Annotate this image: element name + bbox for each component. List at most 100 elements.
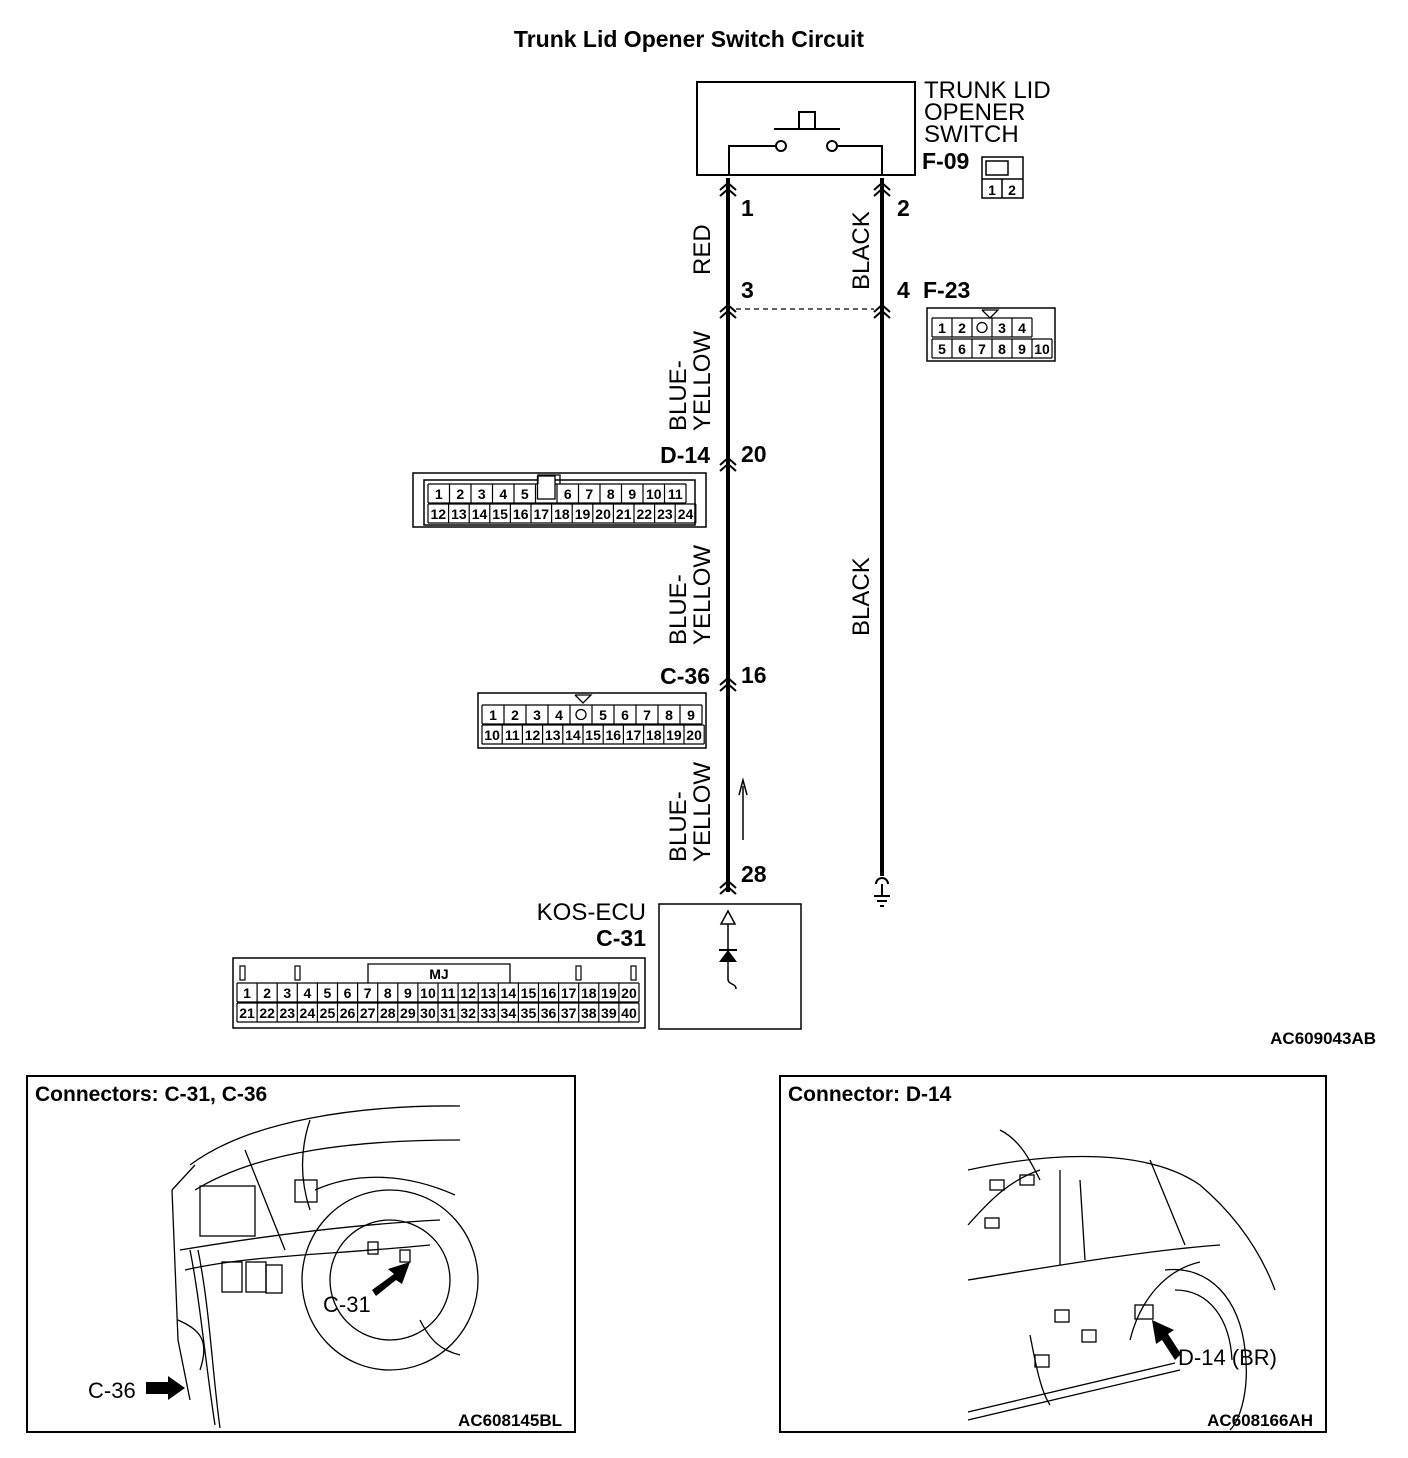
conn-c36-cell: 7: [643, 707, 651, 723]
conn-d14-cell: 16: [513, 506, 529, 522]
diagram-code: AC609043AB: [1270, 1029, 1376, 1048]
conn-c31-cell: 10: [420, 985, 436, 1001]
conn-d14-cell: 13: [451, 506, 467, 522]
switch-name-line-3: SWITCH: [924, 121, 1019, 148]
connector-c36-label: C-36: [660, 663, 710, 689]
conn-c36-cell: 11: [505, 727, 520, 743]
panel-right-title: Connector: D-14: [788, 1083, 952, 1106]
conn-f23-cell: 4: [1018, 320, 1026, 336]
wire-color-black-lower: BLACK: [848, 557, 875, 636]
conn-d14-cell: 15: [492, 506, 508, 522]
kos-ecu-box: [658, 903, 802, 1030]
panel-left-title: Connectors: C-31, C-36: [35, 1083, 267, 1106]
conn-c31-cell: 38: [581, 1005, 597, 1021]
conn-c31-cell: 16: [541, 985, 557, 1001]
c36-arrow: [146, 1376, 185, 1400]
wire-color-seg2-line1: BLUE-: [665, 360, 692, 431]
wire-color-black-upper: BLACK: [848, 211, 875, 290]
conn-c36-cell: 8: [665, 707, 673, 723]
conn-f23-cell: 2: [958, 320, 966, 336]
conn-c31-cell: 32: [460, 1005, 476, 1021]
connector-chevrons: [719, 181, 891, 895]
conn-d14-cell: 5: [521, 486, 529, 502]
conn-c31-cell: 22: [259, 1005, 275, 1021]
f09-pin-2: 2: [1008, 182, 1016, 198]
conn-c31-cell: 34: [501, 1005, 517, 1021]
switch-connector-label: F-09: [922, 148, 969, 174]
pin-3: 3: [741, 277, 754, 303]
conn-d14-cell: 20: [595, 506, 611, 522]
conn-d14-cell: 12: [431, 506, 447, 522]
conn-c31-cell: 11: [441, 985, 456, 1001]
conn-f23-cell: 5: [938, 341, 946, 357]
pin-16: 16: [741, 662, 767, 688]
panel-left-code: AC608145BL: [458, 1411, 562, 1430]
conn-d14-cell: 10: [646, 486, 662, 502]
conn-c31-cell: 19: [601, 985, 617, 1001]
conn-c36-cell: 5: [599, 707, 607, 723]
conn-f23-cell: 7: [978, 341, 986, 357]
conn-c31-cell: 9: [404, 985, 412, 1001]
conn-d14-cell: 14: [472, 506, 488, 522]
conn-c31-cell: 15: [521, 985, 537, 1001]
conn-c36-cell: 15: [585, 727, 601, 743]
conn-c36-cell: 14: [565, 727, 581, 743]
conn-d14-cell: 23: [657, 506, 673, 522]
connector-f09-face: 1 2: [981, 156, 1024, 199]
c31-tab-label: MJ: [429, 966, 448, 982]
conn-c31-cell: 7: [364, 985, 372, 1001]
connector-f23-label: F-23: [923, 277, 970, 303]
conn-c36-cell: 4: [555, 707, 563, 723]
callout-c31: C-31: [323, 1292, 371, 1317]
conn-c31-cell: 2: [263, 985, 271, 1001]
conn-c36-cell: 17: [626, 727, 642, 743]
conn-f23-cell: 8: [998, 341, 1006, 357]
conn-c36-cell: 20: [686, 727, 702, 743]
callout-c36: C-36: [88, 1378, 136, 1403]
conn-d14-cell: 11: [668, 486, 683, 502]
current-flow-arrow: [738, 777, 748, 840]
conn-c31-cell: 24: [300, 1005, 316, 1021]
conn-c31-cell: 12: [460, 985, 476, 1001]
callout-d14: D-14 (BR): [1178, 1345, 1277, 1370]
conn-c31-cell: 3: [283, 985, 291, 1001]
conn-c36-cell: 18: [646, 727, 662, 743]
conn-c31-cell: 20: [621, 985, 637, 1001]
conn-d14-cell: 6: [564, 486, 572, 502]
panel-left: Connectors: C-31, C-36: [26, 1075, 576, 1433]
conn-d14-cell: 1: [435, 486, 443, 502]
ecu-connector-label: C-31: [596, 925, 646, 951]
conn-c31-cell: 1: [243, 985, 251, 1001]
conn-c31-cell: 14: [501, 985, 517, 1001]
pin-20: 20: [741, 441, 767, 467]
wire-color-seg4-line1: BLUE-: [665, 791, 692, 862]
conn-c36-cell: 1: [489, 707, 497, 723]
conn-c36-cell: 16: [606, 727, 622, 743]
conn-f23-cell: 9: [1018, 341, 1026, 357]
conn-d14-cell: 8: [607, 486, 615, 502]
conn-c31-cell: 26: [340, 1005, 356, 1021]
conn-c31-cell: 35: [521, 1005, 537, 1021]
conn-f23-cell: 6: [958, 341, 966, 357]
conn-c36-cell: 10: [484, 727, 500, 743]
conn-c31-cell: 39: [601, 1005, 617, 1021]
conn-d14-cell: 19: [575, 506, 591, 522]
conn-c31-cell: 6: [344, 985, 352, 1001]
conn-c36-cell: 9: [687, 707, 695, 723]
f09-pin-1: 1: [988, 182, 996, 198]
pin-4: 4: [897, 277, 910, 303]
conn-c31-cell: 13: [480, 985, 496, 1001]
dashboard-illustration: [171, 1105, 479, 1429]
conn-c31-cell: 18: [581, 985, 597, 1001]
panel-right: Connector: D-14 D-14 (BR) AC608166AH: [779, 1075, 1327, 1433]
panel-right-code: AC608166AH: [1207, 1411, 1313, 1430]
conn-c31-cell: 5: [324, 985, 332, 1001]
conn-c31-cell: 28: [380, 1005, 396, 1021]
wire-color-seg3-line1: BLUE-: [665, 574, 692, 645]
conn-d14-cell: 7: [585, 486, 593, 502]
conn-d14-cell: 24: [678, 506, 694, 522]
